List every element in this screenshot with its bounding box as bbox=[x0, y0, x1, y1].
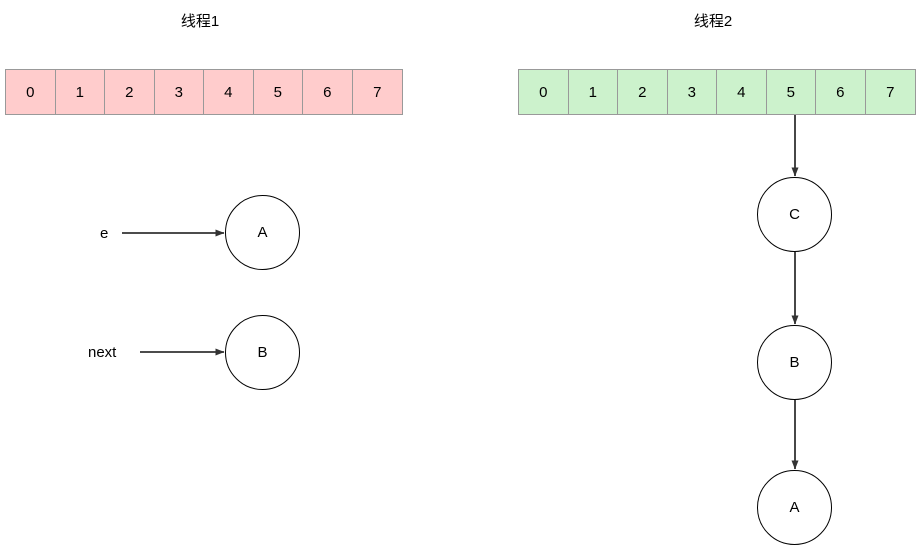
array-cell-source[interactable]: 5 bbox=[766, 70, 816, 114]
node-thread2-a[interactable]: A bbox=[757, 470, 832, 545]
array-cell[interactable]: 3 bbox=[667, 70, 717, 114]
array-cell[interactable]: 3 bbox=[154, 70, 204, 114]
array-cell[interactable]: 2 bbox=[105, 70, 155, 114]
node-thread1-b[interactable]: B bbox=[225, 315, 300, 390]
thread1-title: 线程1 bbox=[180, 13, 220, 30]
array-cell[interactable]: 6 bbox=[816, 70, 866, 114]
array-cell[interactable]: 4 bbox=[717, 70, 767, 114]
thread2-bucket-array: 0 1 2 3 4 5 6 7 bbox=[518, 69, 916, 115]
array-cell[interactable]: 1 bbox=[55, 70, 105, 114]
node-thread2-c[interactable]: C bbox=[757, 177, 832, 252]
array-cell[interactable]: 6 bbox=[303, 70, 353, 114]
array-cell[interactable]: 0 bbox=[519, 70, 569, 114]
array-cell[interactable]: 5 bbox=[253, 70, 303, 114]
array-cell[interactable]: 1 bbox=[568, 70, 618, 114]
array-cell[interactable]: 4 bbox=[204, 70, 254, 114]
array-cell[interactable]: 2 bbox=[618, 70, 668, 114]
pointer-label-next: next bbox=[88, 344, 117, 361]
node-thread1-a[interactable]: A bbox=[225, 195, 300, 270]
node-thread2-b[interactable]: B bbox=[757, 325, 832, 400]
pointer-label-e: e bbox=[100, 225, 109, 242]
array-cell[interactable]: 7 bbox=[352, 70, 402, 114]
array-cell[interactable]: 7 bbox=[865, 70, 915, 114]
thread1-bucket-array: 0 1 2 3 4 5 6 7 bbox=[5, 69, 403, 115]
thread2-title: 线程2 bbox=[693, 13, 733, 30]
array-cell[interactable]: 0 bbox=[6, 70, 56, 114]
